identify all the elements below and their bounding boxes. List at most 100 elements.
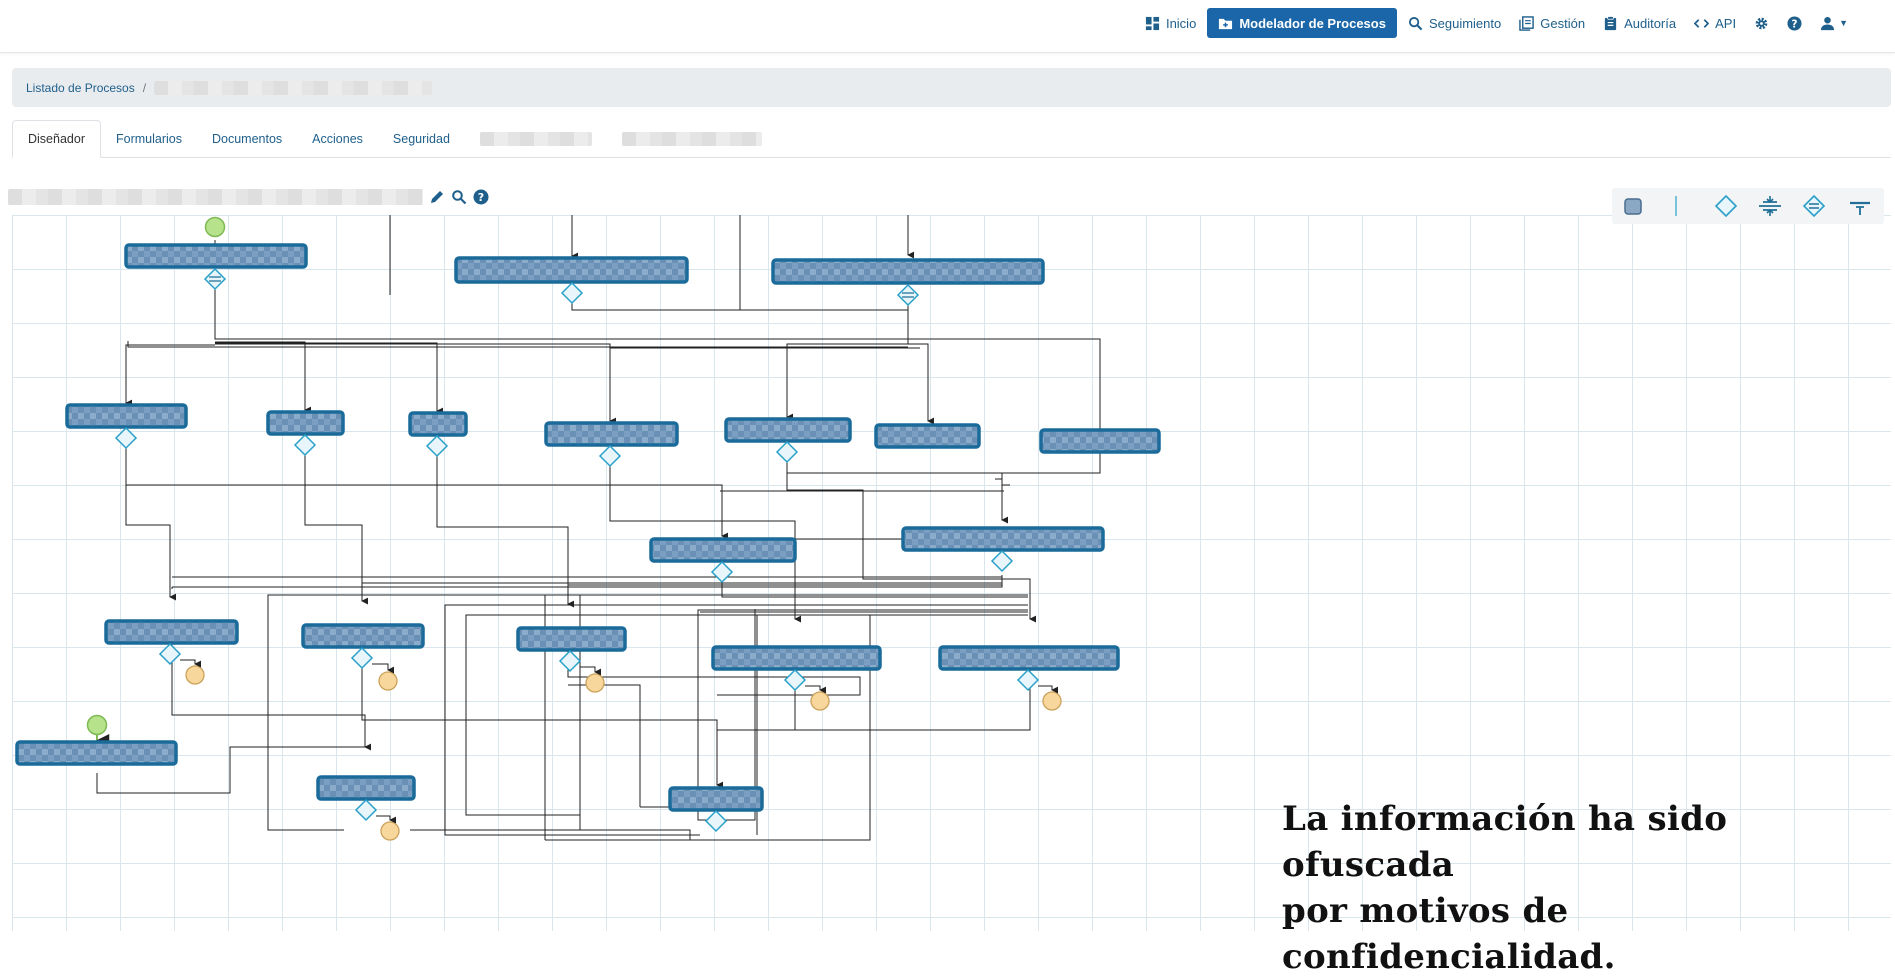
- nav-settings[interactable]: [1747, 8, 1776, 38]
- tab-obfuscated-2[interactable]: [607, 121, 777, 157]
- nav-inicio-label: Inicio: [1165, 15, 1197, 31]
- tab-seguridad[interactable]: Seguridad: [392, 132, 450, 146]
- task-box[interactable]: [301, 623, 425, 649]
- gateway-diamond[interactable]: [558, 649, 582, 673]
- search-icon[interactable]: [451, 189, 467, 205]
- divider-icon: [1675, 196, 1677, 216]
- gateway-diamond[interactable]: [425, 434, 449, 458]
- gateway-diamond[interactable]: [114, 426, 138, 450]
- task-box[interactable]: [65, 403, 188, 429]
- task-box[interactable]: [124, 243, 308, 269]
- gateway-diamond[interactable]: [560, 281, 584, 305]
- search-icon: [1408, 16, 1423, 30]
- task-box[interactable]: [104, 619, 239, 645]
- end-event[interactable]: [810, 691, 830, 711]
- nav-auditoria-label: Auditoría: [1624, 15, 1677, 31]
- task-box[interactable]: [724, 417, 852, 443]
- nav-menu: Inicio Modelador de Procesos Seguimiento…: [1138, 8, 1855, 38]
- nav-seguimiento[interactable]: Seguimiento: [1401, 8, 1508, 38]
- gateway-diamond[interactable]: [783, 668, 807, 692]
- breadcrumb-separator: /: [142, 80, 147, 95]
- gateway-diamond[interactable]: [710, 560, 734, 584]
- parallel-gateway-tool-icon[interactable]: [1802, 195, 1826, 217]
- nav-modelador[interactable]: Modelador de Procesos: [1207, 8, 1397, 38]
- task-box[interactable]: [266, 410, 345, 436]
- end-event[interactable]: [380, 821, 400, 841]
- element-palette: [1612, 188, 1884, 224]
- clipboard-icon: [1604, 15, 1617, 30]
- process-title-row: ?: [8, 188, 489, 206]
- document-stack-icon: [1519, 15, 1535, 31]
- task-box[interactable]: [938, 645, 1120, 671]
- process-diagram: [15, 215, 1161, 841]
- task-box[interactable]: [668, 786, 764, 812]
- tab-acciones[interactable]: Acciones: [312, 132, 363, 146]
- gateway-diamond[interactable]: [354, 798, 378, 822]
- obfuscated-process-name: [154, 80, 433, 95]
- end-event[interactable]: [1042, 691, 1062, 711]
- task-box[interactable]: [15, 740, 178, 766]
- nav-api-label: API: [1715, 15, 1737, 31]
- svg-text:?: ?: [478, 191, 484, 204]
- chevron-down-icon: ▼: [1839, 18, 1848, 28]
- task-boxes: [15, 243, 1161, 812]
- task-box[interactable]: [516, 626, 627, 652]
- nav-gestion[interactable]: Gestión: [1512, 8, 1592, 38]
- confidentiality-notice: La información ha sido ofuscada por moti…: [1282, 796, 1895, 980]
- nav-api[interactable]: API: [1687, 8, 1743, 38]
- end-events: [185, 665, 1062, 841]
- task-box[interactable]: [649, 537, 797, 563]
- gateway-diamond[interactable]: [704, 809, 728, 833]
- nav-help[interactable]: ?: [1780, 8, 1809, 38]
- task-box[interactable]: [901, 526, 1105, 552]
- top-navbar: Inicio Modelador de Procesos Seguimiento…: [0, 0, 1895, 53]
- gateway-diamond[interactable]: [775, 440, 799, 464]
- task-box[interactable]: [771, 258, 1045, 285]
- pencil-icon[interactable]: [429, 189, 445, 205]
- gateway-diamond[interactable]: [203, 267, 227, 291]
- breadcrumb-root-link[interactable]: Listado de Procesos: [26, 80, 135, 95]
- task-box[interactable]: [544, 421, 679, 447]
- task-box[interactable]: [1039, 428, 1161, 454]
- task-tool-icon[interactable]: [1620, 195, 1644, 217]
- gateway-diamond[interactable]: [896, 283, 920, 307]
- help-icon: ?: [1787, 15, 1802, 31]
- dashboard-icon: [1145, 16, 1160, 30]
- tab-obfuscated-1[interactable]: [465, 121, 607, 157]
- end-event[interactable]: [185, 665, 205, 685]
- task-box[interactable]: [874, 423, 981, 449]
- designer-canvas[interactable]: [12, 215, 1891, 931]
- code-icon: [1694, 18, 1710, 28]
- tab-disenador[interactable]: Diseñador: [12, 120, 101, 158]
- gateway-diamond[interactable]: [350, 646, 374, 670]
- end-event[interactable]: [585, 673, 605, 693]
- nav-auditoria[interactable]: Auditoría: [1596, 8, 1683, 38]
- tab-formularios[interactable]: Formularios: [115, 132, 182, 146]
- notice-line-2: por motivos de confidencialidad.: [1282, 891, 1616, 977]
- user-icon: [1821, 16, 1835, 30]
- gateway-tool-icon[interactable]: [1714, 195, 1738, 217]
- join-tool-icon[interactable]: [1848, 195, 1872, 217]
- gateway-diamond[interactable]: [598, 444, 622, 468]
- gear-icon: [1755, 17, 1768, 29]
- nav-gestion-label: Gestión: [1540, 15, 1586, 31]
- start-event[interactable]: [86, 714, 108, 736]
- task-box[interactable]: [711, 645, 882, 671]
- task-box[interactable]: [408, 411, 468, 437]
- nav-user[interactable]: ▼: [1813, 8, 1855, 38]
- task-box[interactable]: [316, 775, 416, 801]
- split-tool-icon[interactable]: [1758, 195, 1782, 217]
- nav-inicio[interactable]: Inicio: [1138, 8, 1203, 38]
- gateway-diamond[interactable]: [1016, 668, 1040, 692]
- end-event[interactable]: [378, 671, 398, 691]
- help-icon[interactable]: ?: [473, 189, 489, 205]
- nav-seguimiento-label: Seguimiento: [1428, 15, 1502, 31]
- gateway-diamond[interactable]: [293, 433, 317, 457]
- task-box[interactable]: [454, 256, 689, 284]
- gateway-diamond[interactable]: [158, 642, 182, 666]
- notice-line-1: La información ha sido ofuscada: [1282, 799, 1728, 885]
- gateway-diamond[interactable]: [990, 549, 1014, 573]
- start-event[interactable]: [204, 216, 226, 238]
- gateways: [114, 267, 1040, 833]
- tab-documentos[interactable]: Documentos: [211, 132, 283, 146]
